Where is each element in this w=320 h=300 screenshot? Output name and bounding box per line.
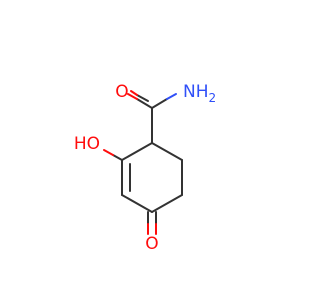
bond-c7-n-b	[166, 93, 177, 100]
amide-nitrogen-text: NH	[183, 82, 209, 102]
bond-c2-oh-b	[103, 149, 114, 156]
bond-c7-n-a	[151, 98, 168, 109]
bond-c7-o-b1	[136, 94, 149, 102]
bond-c7-o-b2	[130, 90, 138, 96]
amide-nitrogen-subscript: 2	[209, 91, 217, 105]
bond-c1-c6	[151, 142, 183, 161]
bond-c4-c5	[151, 194, 183, 213]
hydroxyl-label: HO	[74, 134, 100, 154]
amide-oxygen-label: O	[115, 82, 128, 102]
bond-c7-o-a2	[127, 93, 138, 100]
carboxamide-group	[127, 90, 177, 144]
cyclohexene-ring	[121, 142, 183, 213]
ketone-oxygen-label: O	[145, 234, 158, 254]
molecule-structure-diagram: O NH2 HO O	[74, 82, 216, 254]
bond-c7-o-a1	[136, 98, 153, 109]
hydroxyl-group	[103, 149, 123, 161]
bond-c3-c4	[121, 194, 153, 213]
ketone-group	[147, 211, 157, 235]
amide-nitrogen-label: NH2	[183, 82, 216, 105]
bond-c1-c2	[121, 142, 153, 161]
bond-c2-oh-a	[112, 154, 123, 161]
